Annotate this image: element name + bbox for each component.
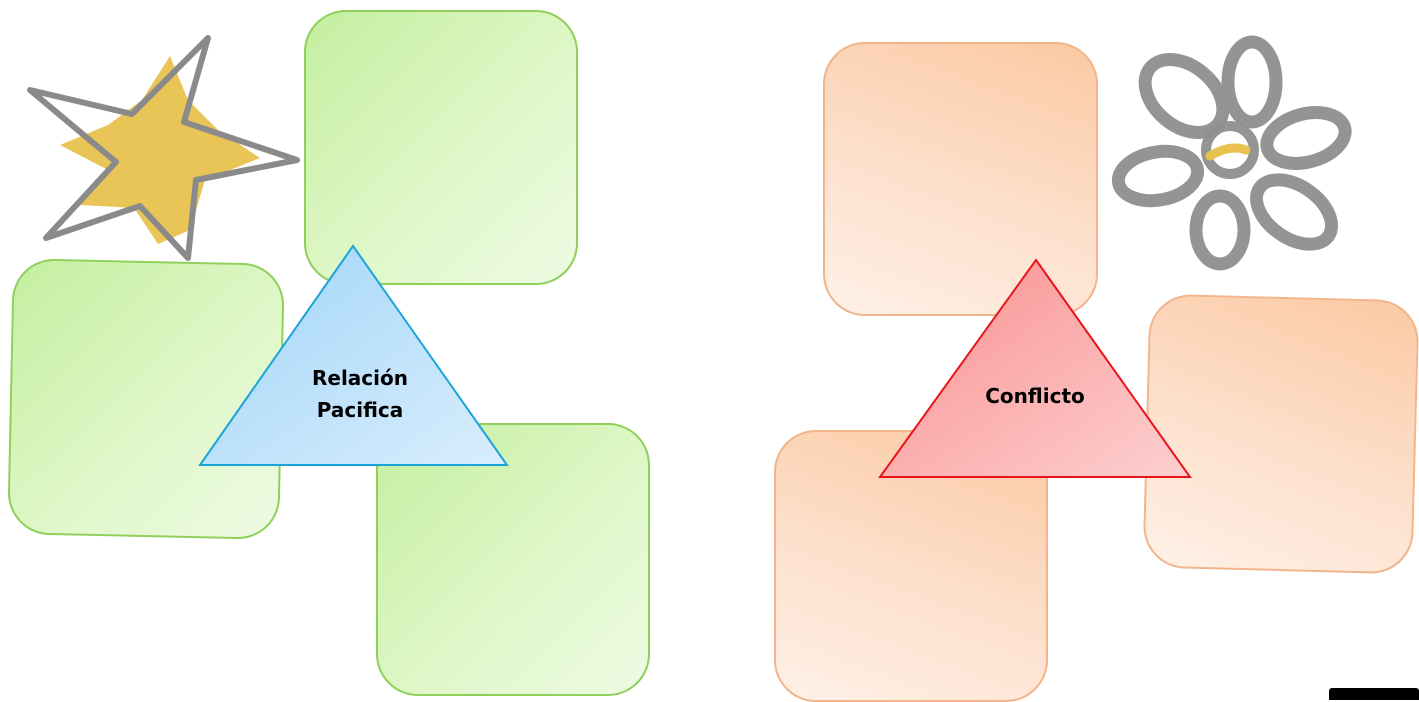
triangle-label-conflicto: Conflicto xyxy=(985,384,1085,408)
label-line-2: Pacifica xyxy=(316,398,404,422)
orange-box-top xyxy=(823,42,1098,316)
triangle-conflicto xyxy=(878,258,1192,478)
label-line-1: Relación xyxy=(311,366,408,390)
green-box-bottom xyxy=(376,423,650,696)
triangle-label-relacion-pacifica: Relación Pacifica xyxy=(285,362,435,426)
green-box-top xyxy=(304,10,578,285)
triangle-relacion-pacifica xyxy=(198,244,509,466)
star-icon xyxy=(27,35,300,261)
corner-tab xyxy=(1329,688,1419,700)
flower-icon xyxy=(1111,35,1352,271)
